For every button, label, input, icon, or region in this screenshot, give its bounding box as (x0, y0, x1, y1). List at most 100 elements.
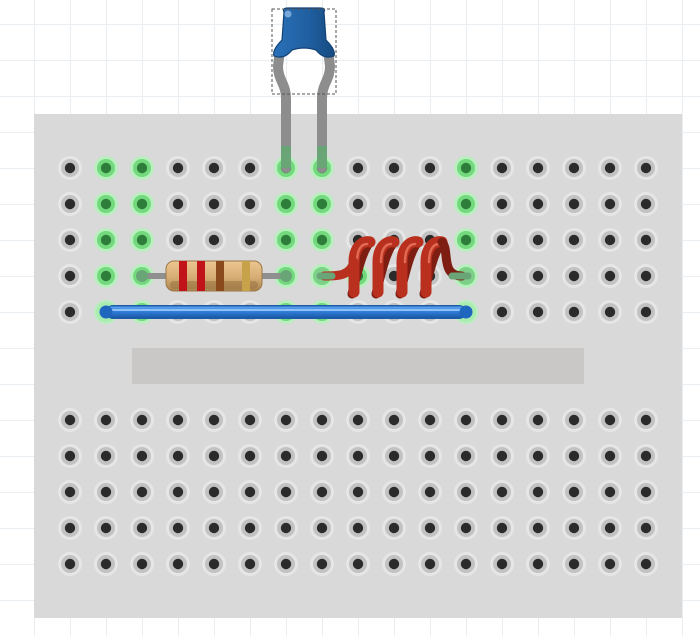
hole-top-r1-c5[interactable] (202, 156, 226, 180)
hole-top-r1-c15[interactable] (562, 156, 586, 180)
hole-bottom-r3-c2[interactable] (94, 480, 118, 504)
hole-top-r1-c2[interactable] (94, 156, 118, 180)
hole-bottom-r5-c17[interactable] (634, 552, 658, 576)
hole-top-r2-c11[interactable] (418, 192, 442, 216)
hole-bottom-r1-c7[interactable] (274, 408, 298, 432)
hole-top-r3-c13[interactable] (490, 228, 514, 252)
hole-bottom-r3-c16[interactable] (598, 480, 622, 504)
hole-top-r3-c17[interactable] (634, 228, 658, 252)
hole-bottom-r3-c11[interactable] (418, 480, 442, 504)
hole-bottom-r5-c9[interactable] (346, 552, 370, 576)
hole-top-r2-c8[interactable] (310, 192, 334, 216)
hole-bottom-r4-c6[interactable] (238, 516, 262, 540)
hole-bottom-r1-c15[interactable] (562, 408, 586, 432)
hole-top-r2-c17[interactable] (634, 192, 658, 216)
hole-top-r1-c10[interactable] (382, 156, 406, 180)
hole-bottom-r3-c12[interactable] (454, 480, 478, 504)
hole-top-r1-c11[interactable] (418, 156, 442, 180)
hole-top-r3-c12[interactable] (454, 228, 478, 252)
hole-bottom-r2-c5[interactable] (202, 444, 226, 468)
hole-bottom-r3-c15[interactable] (562, 480, 586, 504)
hole-bottom-r3-c14[interactable] (526, 480, 550, 504)
hole-bottom-r5-c6[interactable] (238, 552, 262, 576)
hole-bottom-r1-c16[interactable] (598, 408, 622, 432)
hole-bottom-r5-c5[interactable] (202, 552, 226, 576)
hole-bottom-r3-c3[interactable] (130, 480, 154, 504)
hole-bottom-r4-c5[interactable] (202, 516, 226, 540)
hole-top-r4-c2[interactable] (94, 264, 118, 288)
hole-top-r2-c12[interactable] (454, 192, 478, 216)
hole-bottom-r2-c14[interactable] (526, 444, 550, 468)
hole-bottom-r1-c8[interactable] (310, 408, 334, 432)
hole-top-r1-c9[interactable] (346, 156, 370, 180)
hole-bottom-r4-c7[interactable] (274, 516, 298, 540)
hole-top-r5-c13[interactable] (490, 300, 514, 324)
hole-bottom-r1-c10[interactable] (382, 408, 406, 432)
hole-top-r1-c13[interactable] (490, 156, 514, 180)
hole-top-r3-c8[interactable] (310, 228, 334, 252)
hole-bottom-r2-c16[interactable] (598, 444, 622, 468)
hole-bottom-r4-c8[interactable] (310, 516, 334, 540)
hole-top-r1-c12[interactable] (454, 156, 478, 180)
hole-bottom-r3-c13[interactable] (490, 480, 514, 504)
hole-top-r2-c16[interactable] (598, 192, 622, 216)
hole-top-r3-c15[interactable] (562, 228, 586, 252)
hole-top-r1-c17[interactable] (634, 156, 658, 180)
hole-top-r3-c7[interactable] (274, 228, 298, 252)
hole-top-r3-c3[interactable] (130, 228, 154, 252)
hole-bottom-r1-c1[interactable] (58, 408, 82, 432)
hole-top-r5-c17[interactable] (634, 300, 658, 324)
hole-bottom-r3-c4[interactable] (166, 480, 190, 504)
hole-bottom-r5-c13[interactable] (490, 552, 514, 576)
hole-top-r3-c16[interactable] (598, 228, 622, 252)
hole-top-r2-c9[interactable] (346, 192, 370, 216)
hole-top-r4-c14[interactable] (526, 264, 550, 288)
hole-bottom-r3-c5[interactable] (202, 480, 226, 504)
hole-bottom-r5-c10[interactable] (382, 552, 406, 576)
hole-top-r2-c7[interactable] (274, 192, 298, 216)
hole-top-r1-c6[interactable] (238, 156, 262, 180)
hole-bottom-r5-c4[interactable] (166, 552, 190, 576)
inductor-coil[interactable] (314, 236, 474, 299)
hole-bottom-r5-c11[interactable] (418, 552, 442, 576)
hole-bottom-r3-c10[interactable] (382, 480, 406, 504)
hole-bottom-r2-c10[interactable] (382, 444, 406, 468)
hole-bottom-r1-c9[interactable] (346, 408, 370, 432)
hole-bottom-r5-c3[interactable] (130, 552, 154, 576)
hole-bottom-r5-c15[interactable] (562, 552, 586, 576)
hole-top-r4-c1[interactable] (58, 264, 82, 288)
hole-bottom-r4-c14[interactable] (526, 516, 550, 540)
hole-top-r1-c4[interactable] (166, 156, 190, 180)
hole-bottom-r4-c12[interactable] (454, 516, 478, 540)
hole-bottom-r3-c9[interactable] (346, 480, 370, 504)
hole-top-r3-c2[interactable] (94, 228, 118, 252)
hole-bottom-r5-c7[interactable] (274, 552, 298, 576)
hole-bottom-r2-c11[interactable] (418, 444, 442, 468)
hole-bottom-r2-c2[interactable] (94, 444, 118, 468)
ceramic-capacitor[interactable] (271, 7, 337, 173)
hole-top-r3-c4[interactable] (166, 228, 190, 252)
hole-bottom-r4-c13[interactable] (490, 516, 514, 540)
hole-bottom-r5-c14[interactable] (526, 552, 550, 576)
hole-bottom-r2-c6[interactable] (238, 444, 262, 468)
hole-top-r1-c1[interactable] (58, 156, 82, 180)
hole-bottom-r5-c8[interactable] (310, 552, 334, 576)
hole-bottom-r2-c1[interactable] (58, 444, 82, 468)
hole-bottom-r2-c15[interactable] (562, 444, 586, 468)
hole-bottom-r1-c14[interactable] (526, 408, 550, 432)
hole-top-r4-c16[interactable] (598, 264, 622, 288)
hole-top-r3-c14[interactable] (526, 228, 550, 252)
hole-top-r2-c10[interactable] (382, 192, 406, 216)
hole-bottom-r4-c15[interactable] (562, 516, 586, 540)
hole-bottom-r4-c2[interactable] (94, 516, 118, 540)
hole-top-r3-c6[interactable] (238, 228, 262, 252)
hole-bottom-r3-c6[interactable] (238, 480, 262, 504)
hole-bottom-r2-c13[interactable] (490, 444, 514, 468)
resistor[interactable] (136, 260, 292, 292)
hole-bottom-r3-c8[interactable] (310, 480, 334, 504)
hole-bottom-r1-c11[interactable] (418, 408, 442, 432)
hole-top-r5-c16[interactable] (598, 300, 622, 324)
hole-top-r2-c3[interactable] (130, 192, 154, 216)
hole-bottom-r3-c17[interactable] (634, 480, 658, 504)
